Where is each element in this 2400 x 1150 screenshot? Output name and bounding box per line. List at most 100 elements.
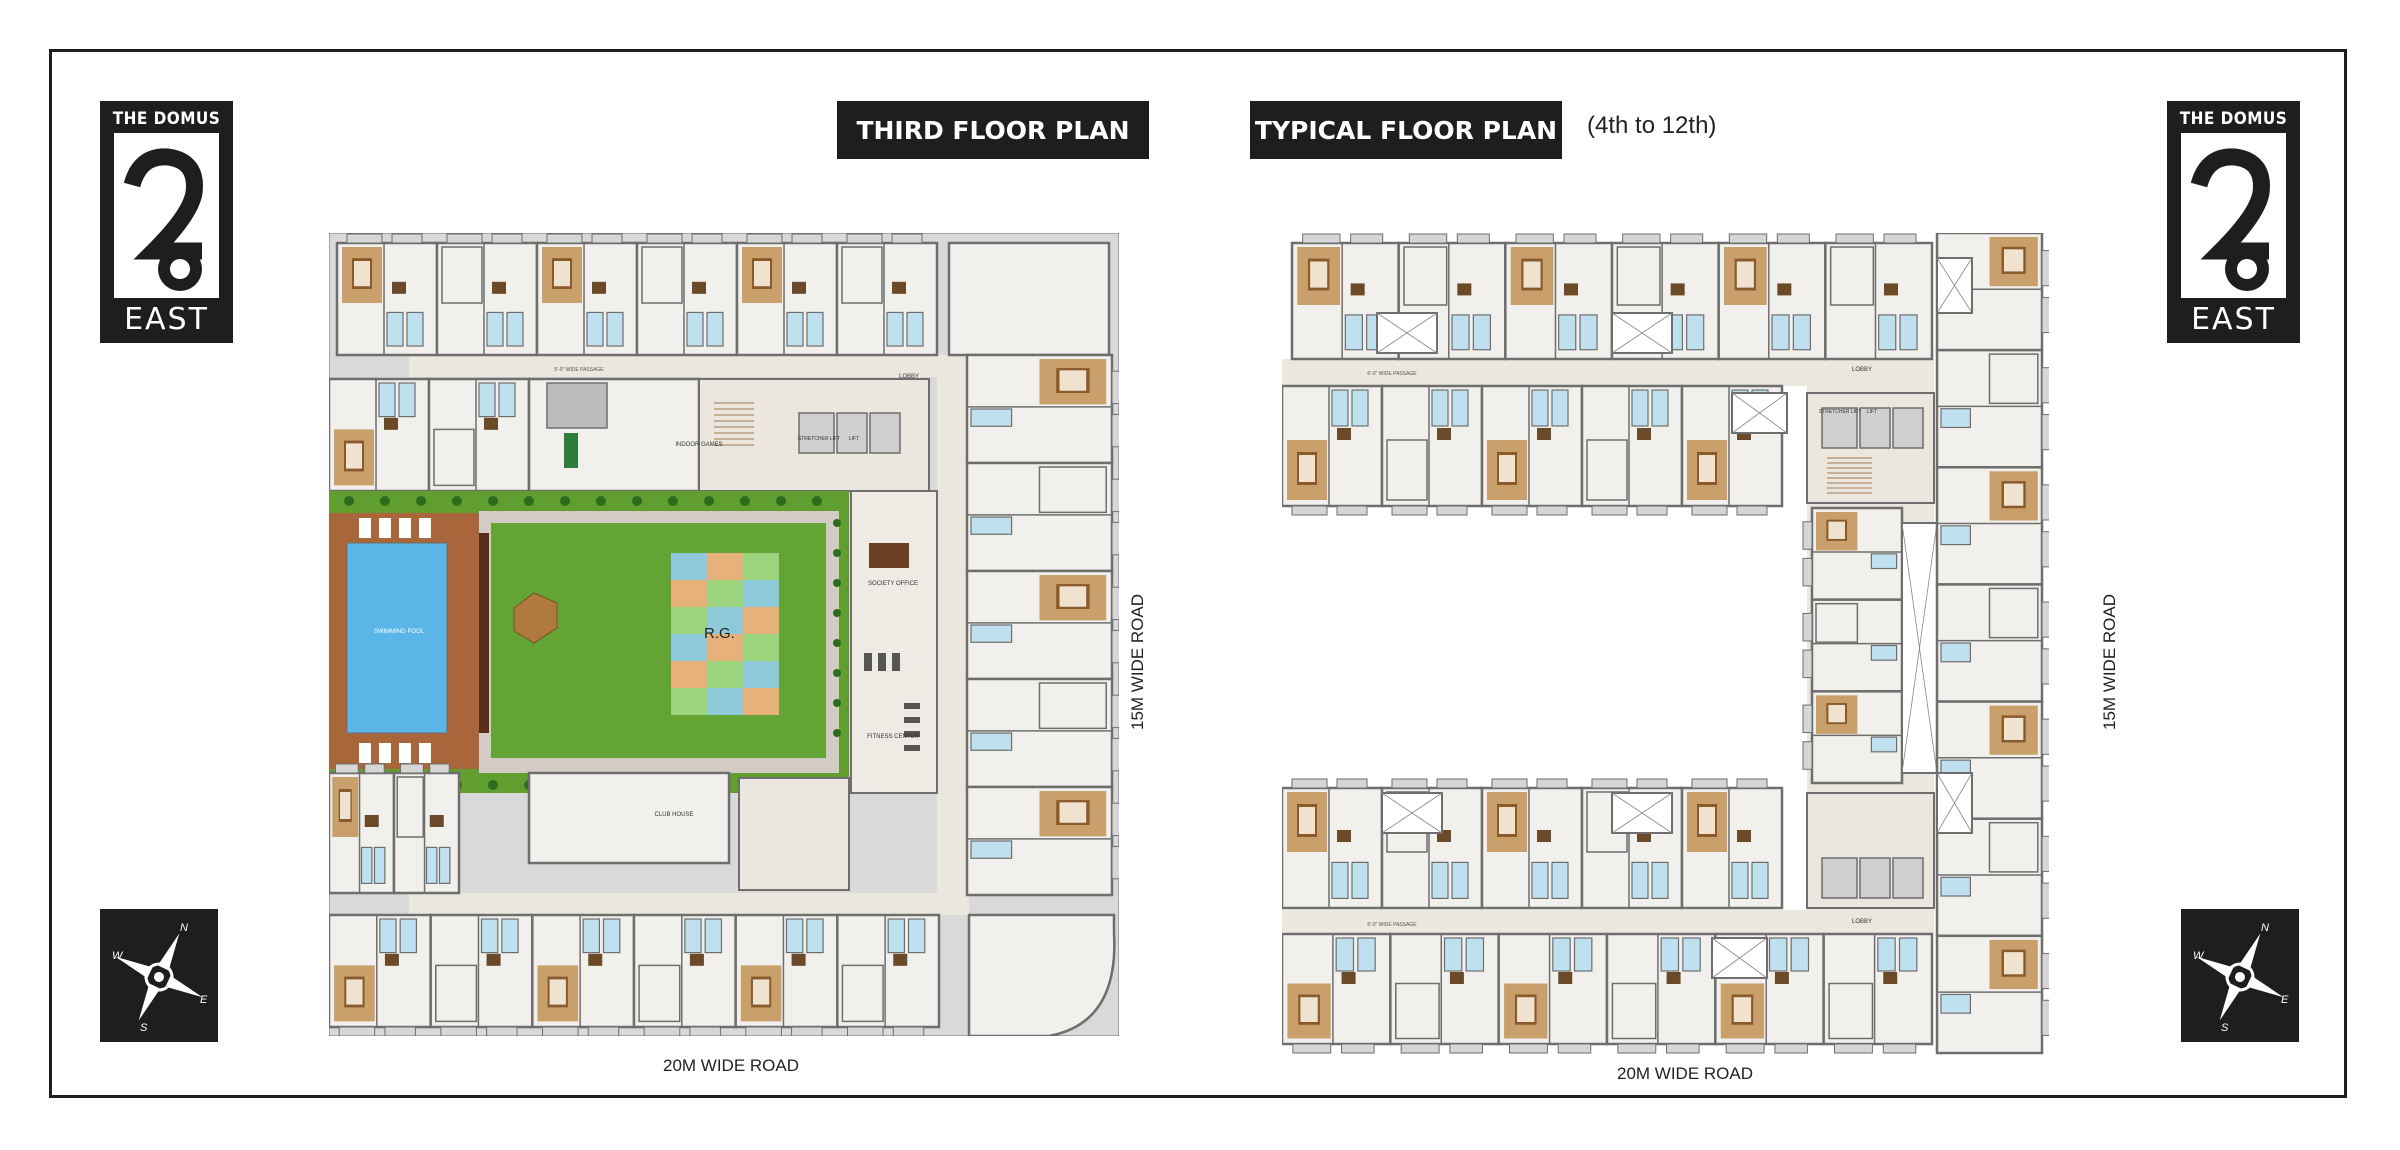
toilet (686, 311, 704, 347)
bedroom (396, 776, 424, 838)
dining-table (1777, 283, 1792, 296)
compass-left: N E S W (100, 909, 218, 1042)
lift (836, 412, 868, 454)
compass-e: E (200, 994, 208, 1006)
chajja (1491, 505, 1528, 516)
compass-n: N (2261, 922, 2269, 934)
bed-sheet (354, 261, 370, 287)
page-frame (49, 49, 2347, 1098)
dining-table (364, 815, 379, 827)
compass-e: E (2281, 994, 2289, 1006)
chajja (1111, 586, 1119, 621)
chajja (791, 1026, 823, 1036)
office-desk (869, 543, 909, 568)
lift (1859, 407, 1891, 449)
toilet (786, 311, 804, 347)
gym-equipment (878, 653, 886, 671)
lobby-label-bottom: LOBBY (1852, 919, 1872, 925)
dining-table (392, 281, 406, 294)
logo-26-mark (2181, 133, 2286, 298)
chajja (2041, 296, 2049, 334)
toilet (970, 840, 1013, 859)
chajja (1802, 612, 1813, 642)
play-area-tile (743, 661, 779, 688)
compass-rose-icon: N E S W (2193, 922, 2289, 1034)
toilet (1431, 389, 1449, 427)
toilet (386, 311, 404, 347)
chajja (1776, 233, 1810, 244)
play-area-tile (743, 580, 779, 607)
toilet (806, 311, 824, 347)
chajja (338, 1026, 376, 1036)
dining-table (1337, 428, 1351, 440)
chajja (689, 1026, 721, 1036)
toilet (1940, 876, 1971, 897)
chajja (891, 233, 923, 244)
chajja (1336, 505, 1368, 516)
chajja (1436, 778, 1468, 789)
toilet (1351, 861, 1369, 900)
toilet (706, 311, 724, 347)
toilet (1451, 861, 1469, 900)
chajja (1292, 1043, 1332, 1054)
bed-sheet (754, 261, 770, 287)
sun-lounger (399, 743, 411, 763)
palm-tree (416, 496, 426, 506)
toilet (1790, 937, 1810, 972)
play-area-tile (707, 688, 743, 715)
bedroom (1829, 246, 1875, 306)
pergola (479, 533, 489, 733)
bed-sheet (1828, 521, 1845, 539)
chajja (1557, 1043, 1592, 1054)
dining-table (1437, 428, 1451, 440)
chajja (1350, 233, 1384, 244)
passage-label-bottom: 6'-0" WIDE PASSAGE (1367, 922, 1417, 928)
gazebo (513, 592, 558, 644)
terrace (546, 382, 608, 429)
chajja (2041, 835, 2049, 872)
compass-n: N (180, 922, 188, 934)
chajja (2041, 648, 2049, 685)
dining-table (429, 815, 444, 827)
bed-sheet (1736, 261, 1754, 288)
bedroom (1611, 982, 1657, 1040)
play-area-tile (743, 607, 779, 634)
chajja (384, 1026, 416, 1036)
toilet (1870, 736, 1898, 753)
compass-s: S (140, 1022, 148, 1034)
club-house-label: CLUB HOUSE (654, 812, 693, 818)
bed-sheet (1733, 997, 1752, 1022)
toilet (1443, 937, 1463, 972)
shaft-cross (1936, 257, 1973, 314)
chajja (1536, 505, 1568, 516)
toilet (438, 846, 451, 885)
third-floor-plan: R.G. SWIMMING POOL SOCIETY OFFICE FITNES… (329, 233, 1119, 1036)
chajja (446, 233, 483, 244)
stretcher-lift (798, 412, 835, 454)
chajja (1802, 557, 1813, 587)
toilet (1558, 314, 1577, 351)
dining-table (1341, 972, 1356, 984)
dining-table (1670, 283, 1685, 296)
chajja (745, 1026, 782, 1036)
toilet (1472, 314, 1491, 351)
bedroom (641, 246, 683, 304)
chajja (1111, 694, 1119, 729)
sun-lounger (379, 743, 391, 763)
brand-logo-left: THE DOMUS EAST (100, 101, 233, 343)
toilet (970, 624, 1013, 643)
palm-tree (812, 496, 822, 506)
toilet (1682, 937, 1701, 972)
gym-equipment (904, 745, 920, 751)
chajja (440, 1026, 477, 1036)
toilet (886, 311, 904, 347)
dining-table (1884, 283, 1898, 296)
toilet (1451, 389, 1469, 427)
chajja (2041, 531, 2049, 568)
toilet (1877, 937, 1896, 972)
play-area-tile (671, 661, 707, 688)
toilet (1878, 314, 1897, 351)
pool-label: SWIMMING POOL (374, 629, 425, 635)
sun-lounger (359, 518, 371, 538)
bed-sheet (752, 979, 770, 1005)
